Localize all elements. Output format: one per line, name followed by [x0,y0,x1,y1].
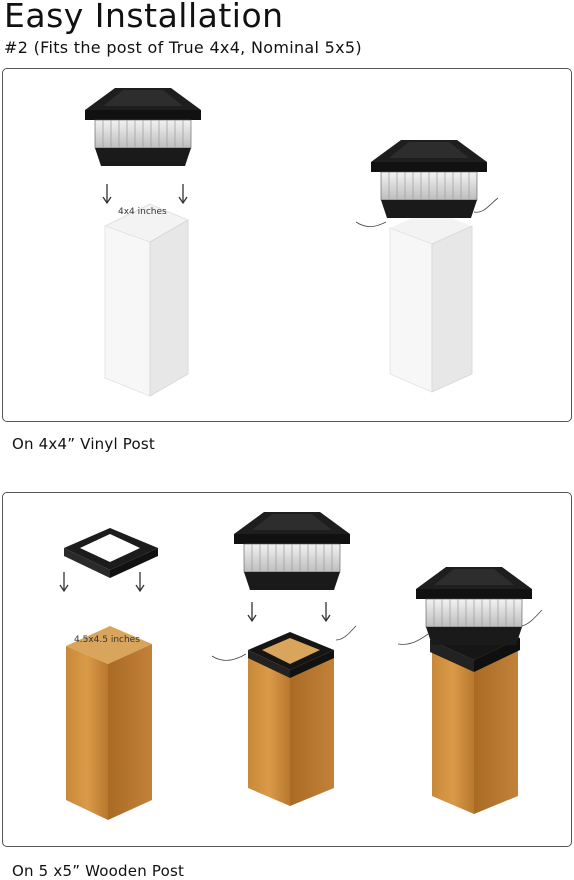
vinyl-post-icon [389,210,473,393]
arrow-down-icon [178,183,188,204]
wooden-post-caption: On 5 x5” Wooden Post [12,862,185,880]
solar-cap-light-icon [370,139,488,219]
page-subtitle: #2 (Fits the post of True 4x4, Nominal 5… [4,38,362,57]
solar-cap-light-icon [233,511,351,591]
screw-icon [397,609,543,645]
wooden-post-icon [66,626,152,820]
page-title: Easy Installation [4,0,284,35]
solar-cap-light-icon [415,566,533,646]
screw-icon [355,197,499,227]
wooden-post-icon [248,632,334,806]
adapter-base-icon [64,528,158,578]
arrow-down-icon [135,571,145,592]
post-size-label: 4.5x4.5 inches [74,635,140,645]
arrow-down-icon [247,601,257,622]
wooden-post-icon [430,620,520,814]
screw-icon [211,625,357,661]
arrow-down-icon [321,601,331,622]
post-size-label: 4x4 inches [118,207,167,217]
arrow-down-icon [59,571,69,592]
vinyl-post-icon [103,203,189,397]
arrow-down-icon [102,183,112,204]
solar-cap-light-icon [84,87,202,167]
vinyl-post-caption: On 4x4” Vinyl Post [12,435,155,453]
